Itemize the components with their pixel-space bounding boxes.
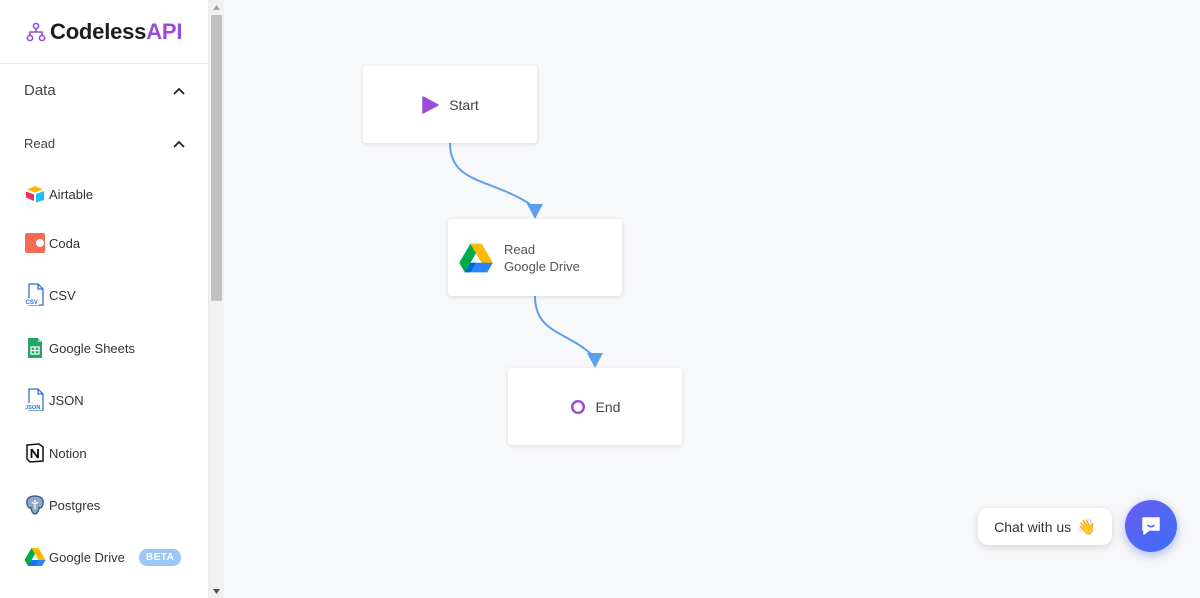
brand-name: CodelessAPI xyxy=(50,18,183,44)
google-drive-icon xyxy=(459,243,493,272)
beta-badge: BETA xyxy=(138,548,182,566)
section-data-label: Data xyxy=(24,82,56,99)
json-file-icon: JSON xyxy=(24,388,46,411)
chat-launcher-button[interactable] xyxy=(1125,500,1177,552)
chevron-up-icon xyxy=(173,87,185,95)
section-read-label: Read xyxy=(24,136,56,151)
csv-file-icon: CSV xyxy=(24,283,46,306)
node-label-line1: Read xyxy=(504,241,536,257)
scroll-down-arrow[interactable] xyxy=(209,584,224,598)
sidebar-item-label: Google Sheets xyxy=(49,340,136,356)
sidebar-item-coda[interactable]: Coda xyxy=(24,232,80,254)
sidebar-item-google-drive[interactable]: Google Drive BETA xyxy=(24,546,182,568)
sidebar-item-json[interactable]: JSON JSON xyxy=(24,388,84,411)
circle-icon xyxy=(570,399,585,414)
section-data-toggle[interactable]: Data xyxy=(24,82,186,99)
flow-canvas[interactable]: Start Read Google Drive End xyxy=(224,0,1200,598)
svg-text:CSV: CSV xyxy=(26,300,38,306)
chat-with-us-bubble[interactable]: Chat with us 👋 xyxy=(978,508,1112,545)
svg-text:JSON: JSON xyxy=(25,405,40,411)
chat-icon xyxy=(1142,517,1160,535)
edge-arrow-read xyxy=(527,204,543,219)
postgres-icon xyxy=(24,494,46,516)
flow-node-start[interactable]: Start xyxy=(363,66,537,143)
sidebar-item-google-sheets[interactable]: Google Sheets xyxy=(24,337,135,359)
sidebar-item-label: Airtable xyxy=(49,186,94,202)
scroll-up-arrow[interactable] xyxy=(209,0,224,14)
sidebar-item-label: JSON xyxy=(49,392,84,408)
node-label: Read Google Drive xyxy=(504,241,580,275)
scroll-thumb[interactable] xyxy=(211,15,222,301)
coda-icon xyxy=(24,232,46,254)
edge-start-to-read xyxy=(449,142,536,213)
sitemap-icon xyxy=(26,22,46,41)
notion-icon xyxy=(24,442,46,464)
sidebar-item-postgres[interactable]: Postgres xyxy=(24,494,100,516)
edge-read-to-end xyxy=(534,295,596,362)
flow-edges xyxy=(449,142,603,368)
waving-hand-icon: 👋 xyxy=(1077,518,1096,536)
sidebar-item-label: CSV xyxy=(49,287,76,303)
node-label: End xyxy=(595,398,621,415)
sidebar-item-csv[interactable]: CSV CSV xyxy=(24,283,76,306)
google-drive-icon xyxy=(24,546,46,568)
chevron-up-icon xyxy=(173,140,185,148)
sidebar-item-label: Postgres xyxy=(49,497,101,513)
sidebar-item-notion[interactable]: Notion xyxy=(24,442,87,464)
sidebar-scrollbar[interactable] xyxy=(209,0,224,598)
airtable-icon xyxy=(24,183,46,205)
sidebar: CodelessAPI Data Read Airtable xyxy=(0,0,209,598)
chat-label: Chat with us xyxy=(994,518,1072,535)
sidebar-item-label: Google Drive xyxy=(49,549,125,565)
brand-logo[interactable]: CodelessAPI xyxy=(0,0,208,64)
flow-node-end[interactable]: End xyxy=(508,368,682,445)
sidebar-item-label: Notion xyxy=(49,445,87,461)
node-label: Start xyxy=(449,96,479,113)
play-icon xyxy=(422,95,439,114)
sidebar-item-airtable[interactable]: Airtable xyxy=(24,183,93,205)
flow-node-read-google-drive[interactable]: Read Google Drive xyxy=(448,219,622,296)
sidebar-item-label: Coda xyxy=(49,235,81,251)
node-label-line2: Google Drive xyxy=(504,258,580,274)
edge-arrow-end xyxy=(587,353,603,368)
google-sheets-icon xyxy=(24,337,46,359)
section-read-toggle[interactable]: Read xyxy=(24,136,186,151)
